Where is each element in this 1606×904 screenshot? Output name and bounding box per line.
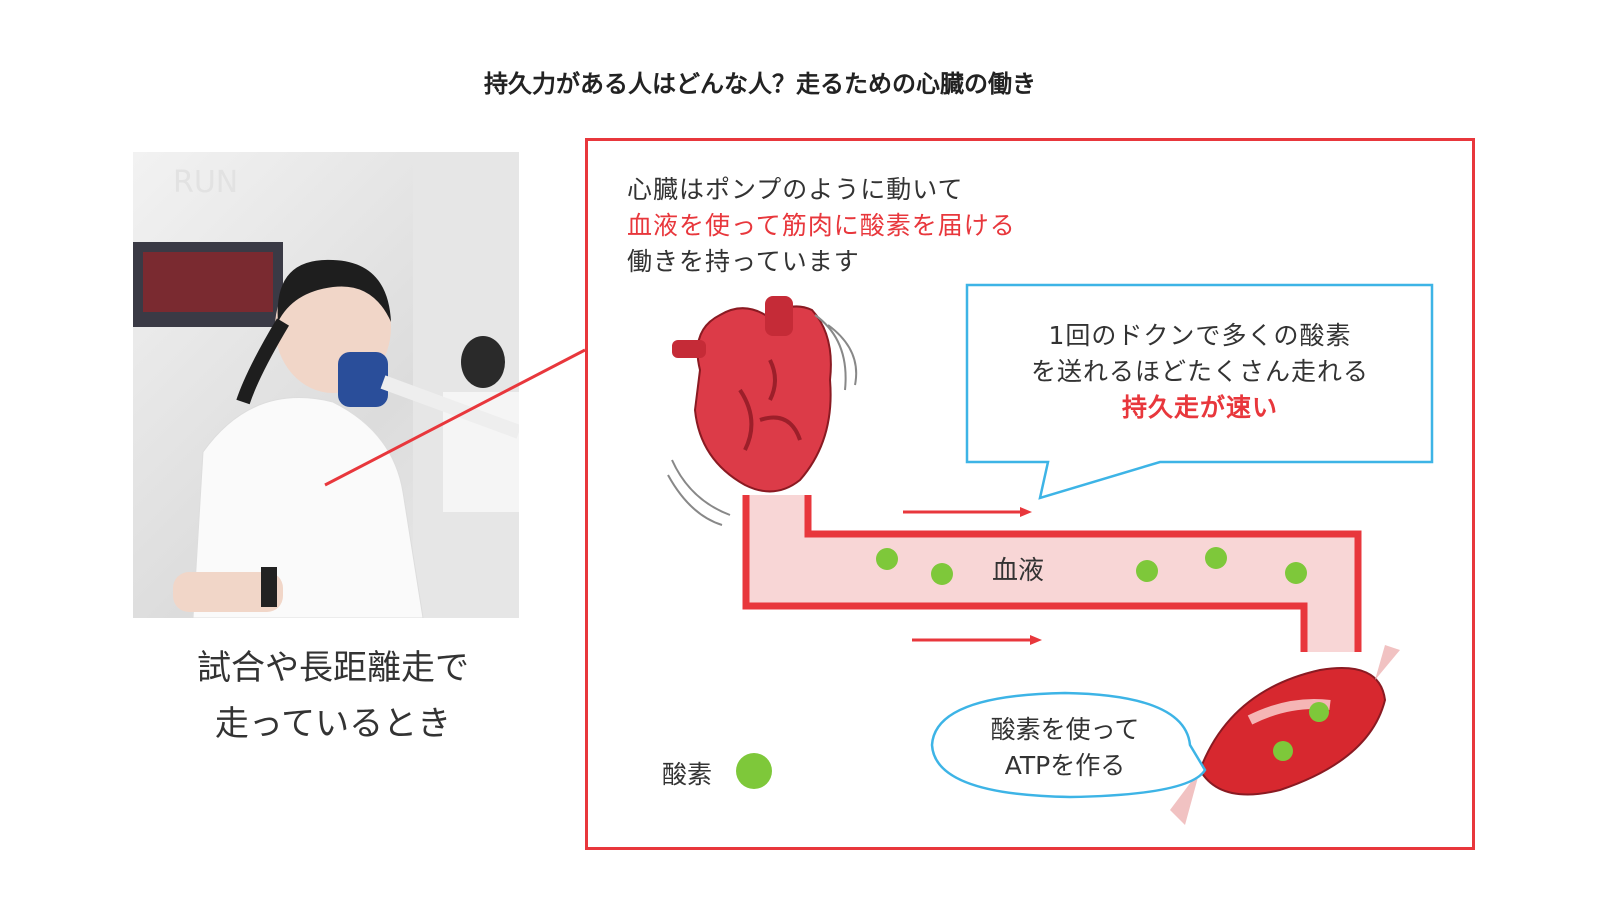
runner-photo: RUN xyxy=(133,152,519,618)
oxygen-dot xyxy=(1136,560,1158,582)
connector-line xyxy=(324,348,586,487)
oxygen-dot xyxy=(876,548,898,570)
caption-line: 走っているとき xyxy=(214,704,452,744)
oxygen-dot xyxy=(1205,547,1227,569)
oxygen-dot xyxy=(1285,562,1307,584)
muscle-icon xyxy=(1170,645,1400,825)
legend-oxygen-label: 酸素 xyxy=(662,760,713,789)
intro-line: 働きを持っています xyxy=(627,247,860,276)
oxygen-dot xyxy=(931,563,953,585)
legend-oxygen-dot xyxy=(736,753,772,789)
heart-icon xyxy=(667,296,858,526)
caption-line: 試合や長距離走で xyxy=(197,648,469,688)
intro-line: 心臓はポンプのように動いて xyxy=(627,175,964,204)
flow-arrow xyxy=(903,507,1032,517)
flow-arrow xyxy=(912,635,1042,645)
photo-caption: 試合や長距離走で 走っているとき xyxy=(133,640,533,752)
callout-line: を送れるほどたくさん走れる xyxy=(1030,357,1369,386)
muscle-bubble-text: 酸素を使って ATPを作る xyxy=(945,712,1185,784)
speech-callout xyxy=(965,283,1434,500)
bubble-line: ATPを作る xyxy=(1004,751,1126,780)
page-title: 持久力がある人はどんな人？走るための心臓の働き xyxy=(484,70,1036,98)
callout-line: 1回のドクンで多くの酸素 xyxy=(1048,321,1352,350)
muscle-speech-bubble xyxy=(930,691,1207,799)
wall-text: RUN xyxy=(173,165,238,200)
callout-highlight: 持久走が速い xyxy=(1121,393,1278,422)
callout-text: 1回のドクンで多くの酸素 を送れるほどたくさん走れる 持久走が速い xyxy=(970,318,1430,426)
blood-label: 血液 xyxy=(992,556,1045,586)
bubble-line: 酸素を使って xyxy=(990,715,1140,744)
runner-photo-illustration: RUN xyxy=(133,152,519,618)
intro-line-highlight: 血液を使って筋肉に酸素を届ける xyxy=(627,211,1016,240)
diagram-frame xyxy=(585,138,1475,850)
